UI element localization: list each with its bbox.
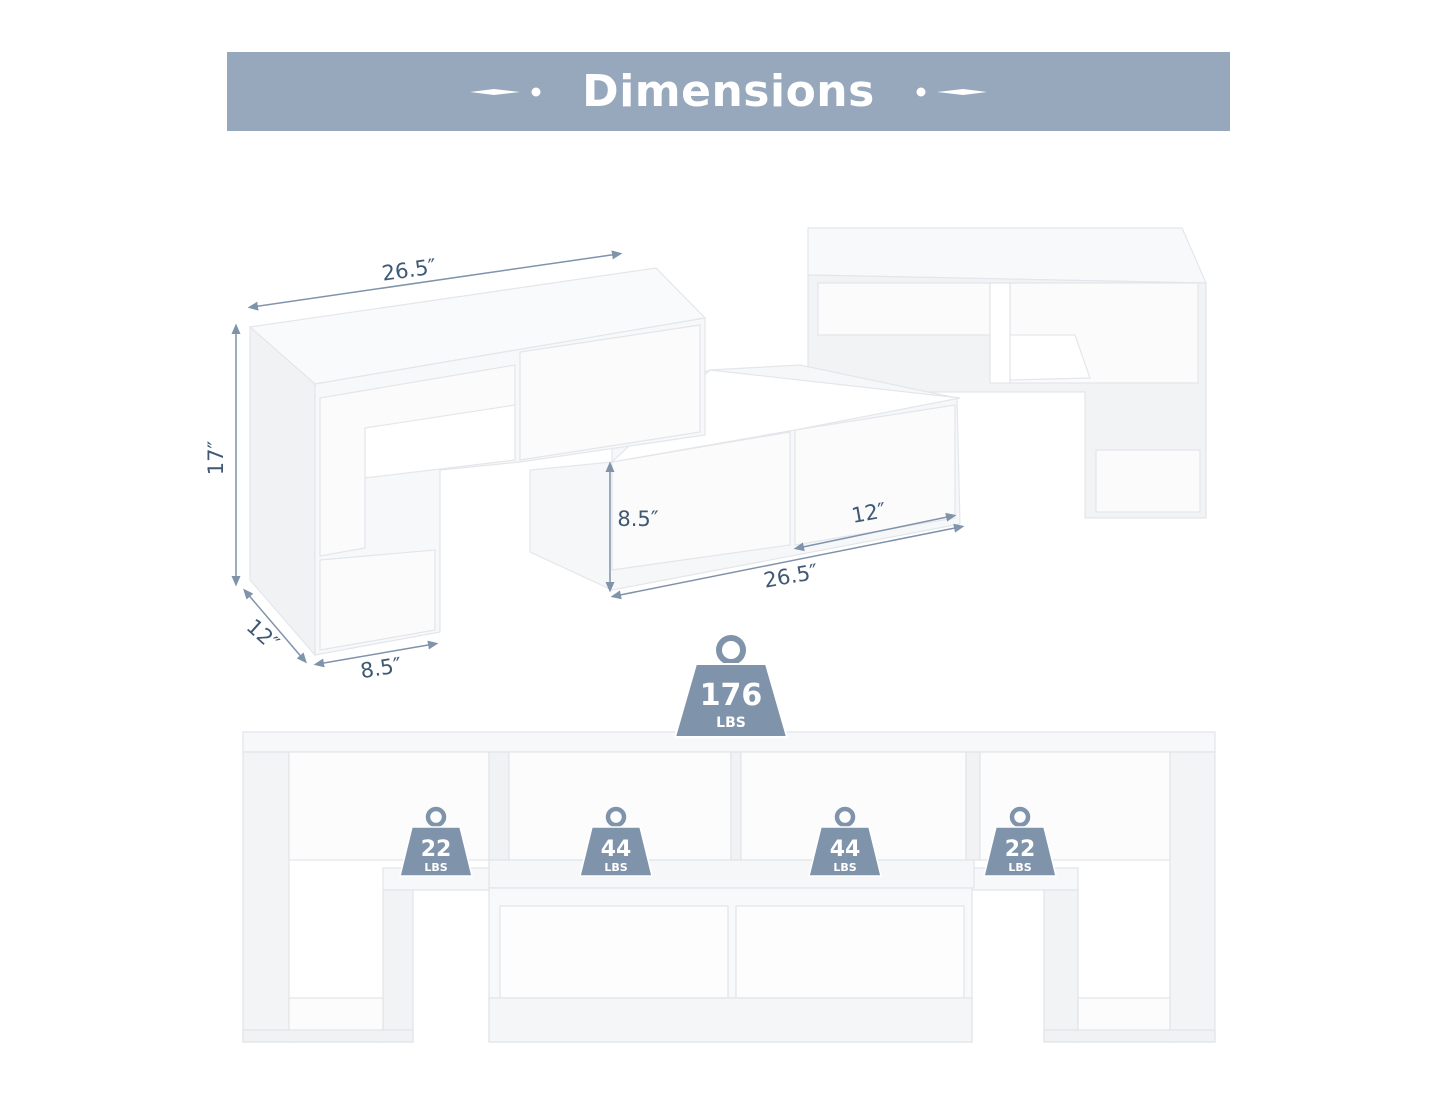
weight-shelf4-icon: 22 LBS [983,806,1057,877]
label-depth: 12″ [242,614,284,655]
weight-shelf2-value: 44 [601,837,632,862]
weight-shelf1-unit: LBS [424,861,447,874]
isometric-shelf [248,227,1207,657]
weight-shelf4-unit: LBS [1008,861,1031,874]
label-cube-height: 8.5″ [617,507,658,531]
front-shelf [242,731,1216,1043]
weight-shelf4-value: 22 [1005,837,1036,862]
weight-shelf2-unit: LBS [604,861,627,874]
dimensions-banner: Dimensions [227,52,1230,131]
weight-shelf1-value: 22 [421,837,452,862]
weight-total-value: 176 [700,678,763,713]
weight-shelf3-icon: 44 LBS [808,806,882,877]
weight-shelf1-icon: 22 LBS [399,806,473,877]
dimension-lines [231,250,965,668]
left-ornament-icon [470,87,541,96]
right-ornament-icon [916,87,987,96]
label-cube-width: 8.5″ [359,653,404,683]
weight-total-icon: 176 LBS [673,635,789,738]
weight-total-unit: LBS [716,715,746,731]
banner-title: Dimensions [582,66,875,117]
weight-shelf3-value: 44 [830,837,861,862]
weight-shelf2-icon: 44 LBS [579,806,653,877]
label-height: 17″ [204,441,228,476]
label-mid-width: 12″ [850,498,888,528]
weight-shelf3-unit: LBS [833,861,856,874]
